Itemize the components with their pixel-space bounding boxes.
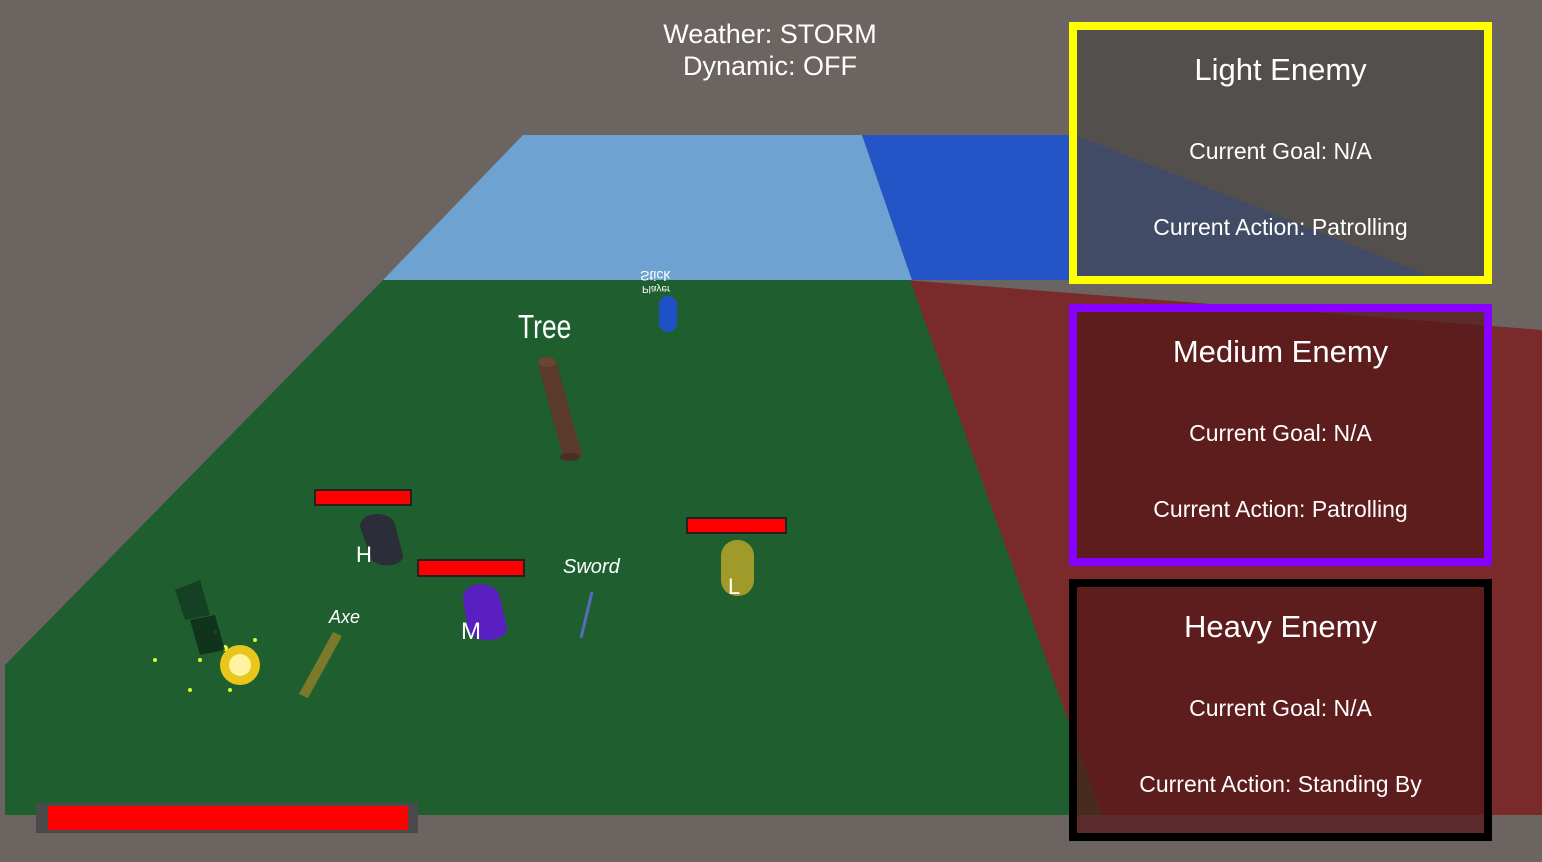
sky-zone	[383, 135, 912, 280]
medium-enemy-goal: Current Goal: N/A	[1189, 420, 1372, 446]
tree	[538, 357, 582, 461]
axe-item	[299, 632, 342, 698]
enemy-l-label: L	[728, 574, 741, 599]
sword-item	[579, 591, 594, 639]
enemy-medium	[417, 559, 525, 641]
player-health-bar	[48, 806, 408, 830]
light-enemy-panel: Light Enemy Current Goal: N/A Current Ac…	[1069, 22, 1492, 284]
enemy-heavy	[314, 489, 412, 566]
weather-label: Weather: STORM	[663, 19, 877, 49]
light-enemy-action: Current Action: Patrolling	[1153, 214, 1408, 240]
weather-hud: Weather: STORM Dynamic: OFF	[620, 18, 920, 82]
enemy-light	[686, 517, 787, 596]
heavy-enemy-panel: Heavy Enemy Current Goal: N/A Current Ac…	[1069, 579, 1492, 841]
heavy-enemy-title: Heavy Enemy	[1184, 609, 1377, 644]
light-enemy-goal: Current Goal: N/A	[1189, 138, 1372, 164]
enemy-light-health-bar	[686, 517, 787, 534]
enemy-medium-health-bar	[417, 559, 525, 577]
sword-label: Sword	[563, 556, 620, 578]
enemy-h-label: H	[356, 542, 372, 567]
axe-label: Axe	[329, 607, 361, 627]
ground-plane	[5, 280, 1102, 815]
fire-effect	[153, 580, 260, 692]
dynamic-label: Dynamic: OFF	[682, 51, 857, 81]
medium-enemy-panel: Medium Enemy Current Goal: N/A Current A…	[1069, 304, 1492, 566]
tree-label: Tree	[518, 308, 572, 345]
enemy-heavy-health-bar	[314, 489, 412, 506]
enemy-m-label: M	[461, 618, 481, 645]
stick-label: Stick	[640, 268, 671, 284]
light-enemy-title: Light Enemy	[1194, 52, 1367, 87]
medium-enemy-title: Medium Enemy	[1172, 334, 1389, 369]
player-label: Player	[642, 283, 671, 294]
medium-enemy-action: Current Action: Patrolling	[1153, 496, 1408, 522]
player-character	[659, 296, 677, 332]
heavy-enemy-goal: Current Goal: N/A	[1189, 695, 1372, 721]
heavy-enemy-action: Current Action: Standing By	[1139, 771, 1422, 797]
